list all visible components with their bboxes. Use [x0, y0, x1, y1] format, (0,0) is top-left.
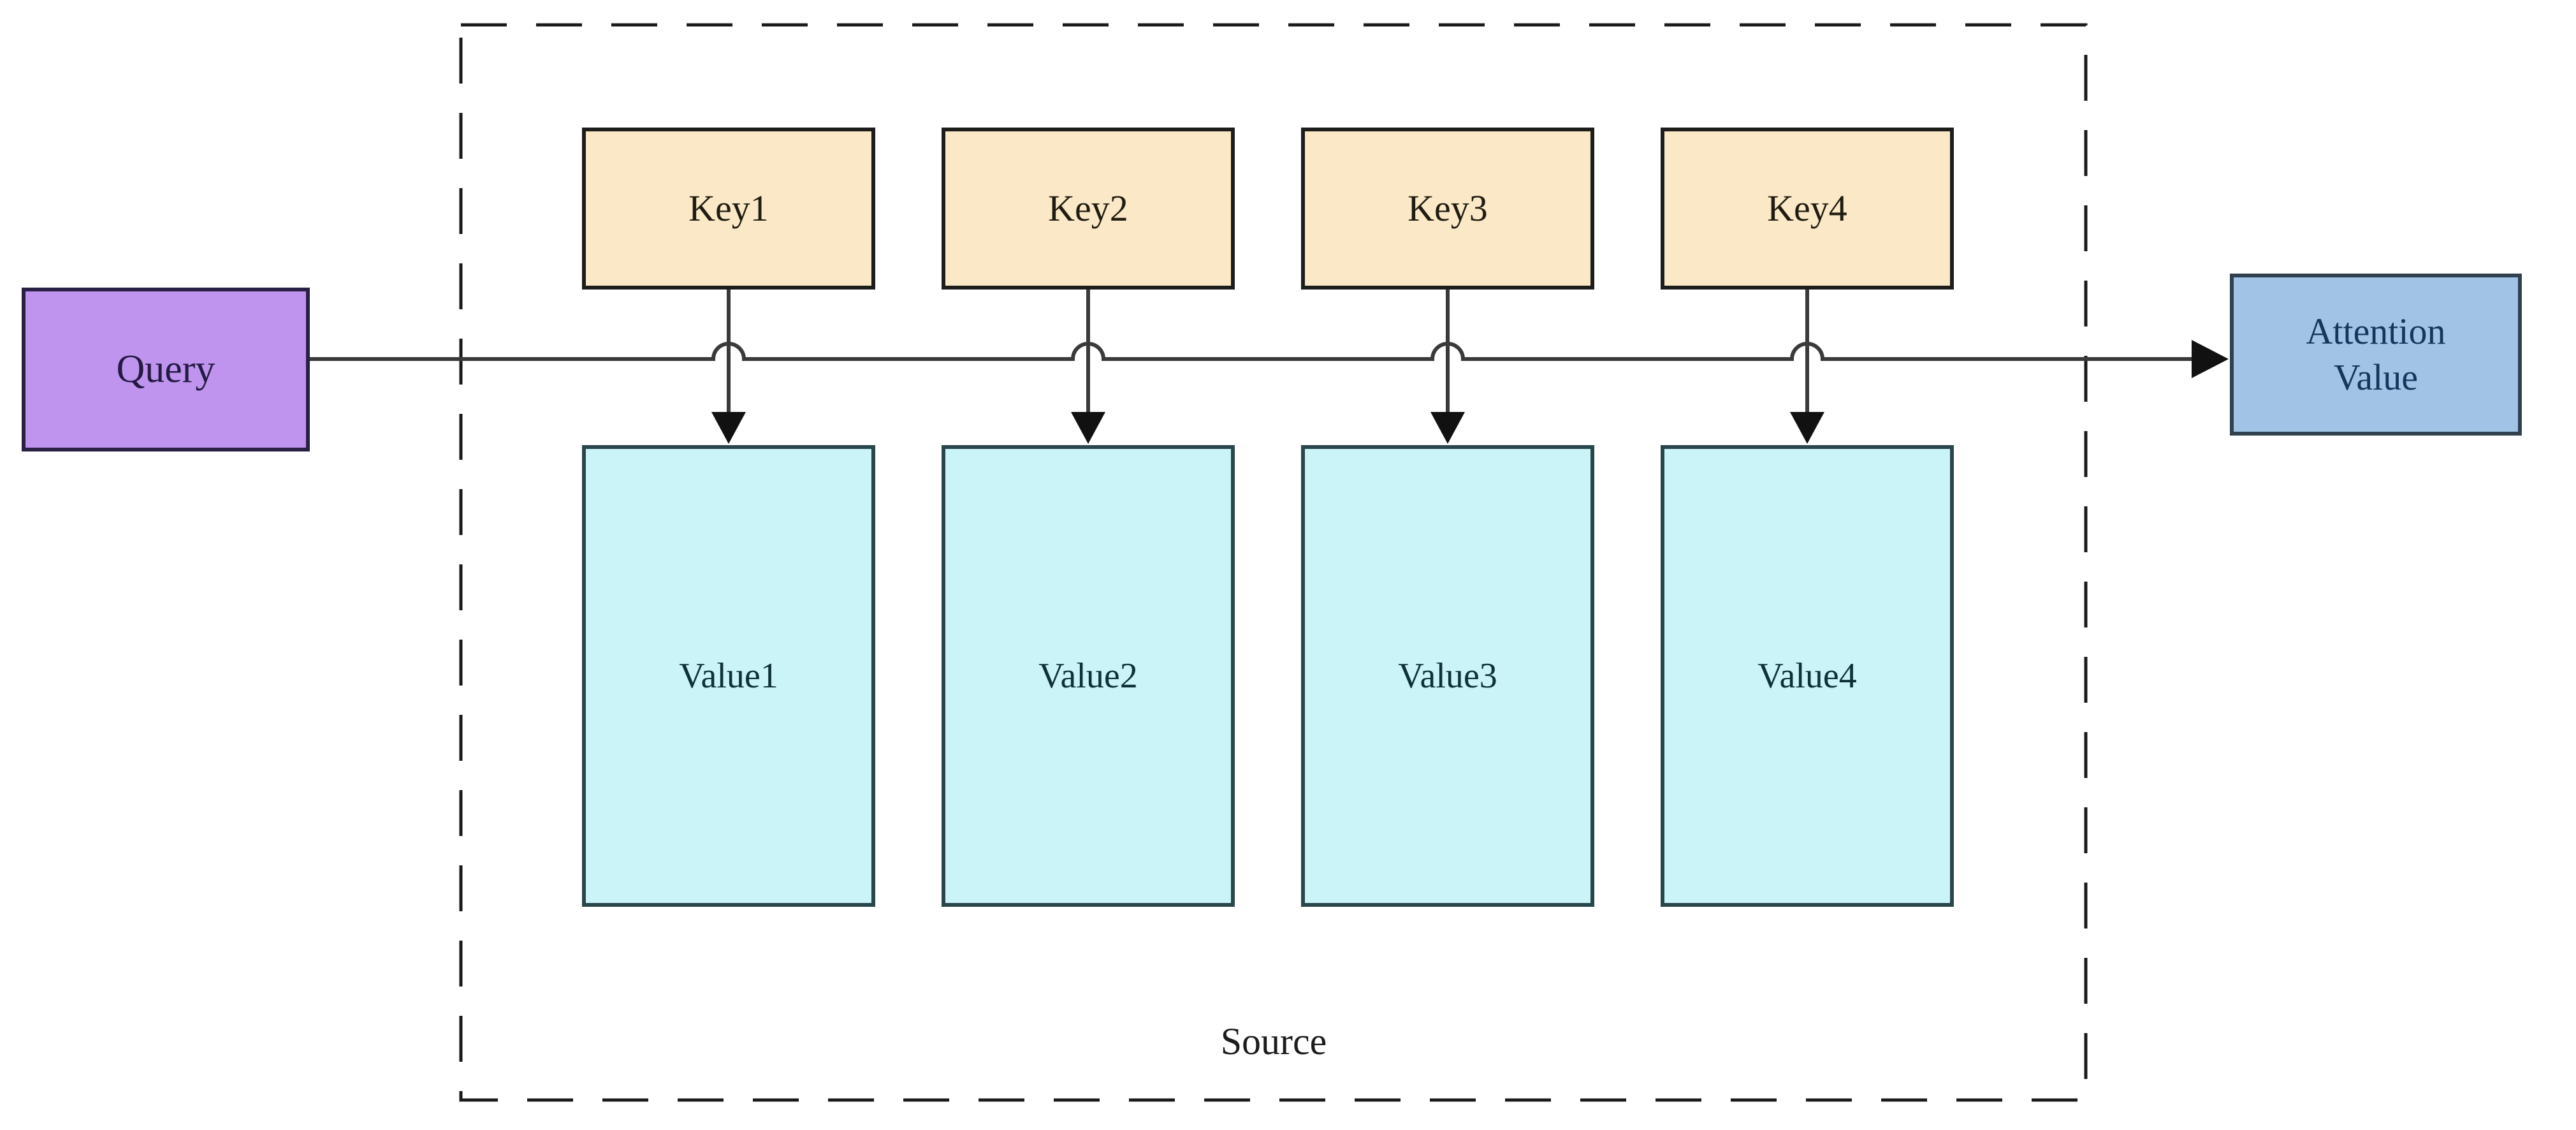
- value-node-3: Value3: [1301, 445, 1594, 907]
- key-node-2: Key2: [942, 128, 1235, 290]
- key-node-1: Key1: [582, 128, 875, 290]
- value-node-4: Value4: [1661, 445, 1954, 907]
- connector-arrowhead-3: [1430, 412, 1465, 444]
- connector-arrowhead-2: [1071, 412, 1105, 444]
- query-node: Query: [22, 288, 310, 451]
- key-node-3: Key3: [1301, 128, 1594, 290]
- key-node-4: Key4: [1661, 128, 1954, 290]
- value-node-1: Value1: [582, 445, 875, 907]
- attention-value-node: Attention Value: [2230, 274, 2522, 436]
- connector-arrowhead-4: [1790, 412, 1824, 444]
- value-node-2: Value2: [942, 445, 1235, 907]
- connector-arrowhead-1: [711, 412, 746, 444]
- source-label: Source: [1220, 1020, 1327, 1062]
- query-to-attention-line: [310, 342, 2195, 361]
- attention-arrowhead: [2192, 340, 2229, 378]
